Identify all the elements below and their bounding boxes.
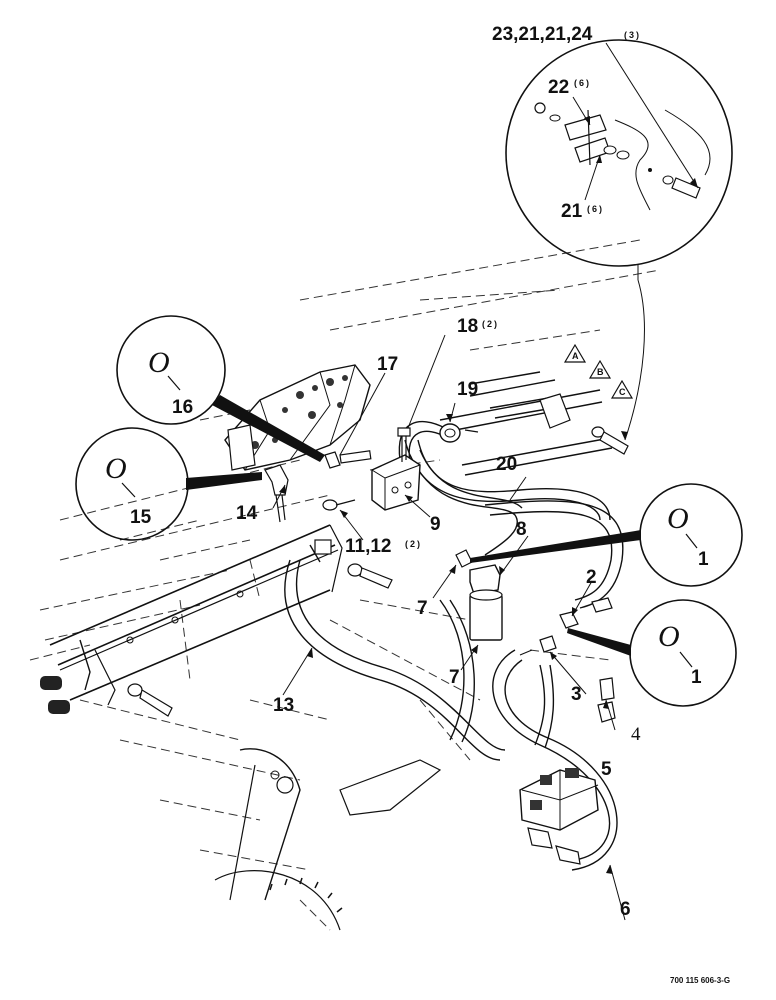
line-markers: A B C — [572, 351, 626, 397]
callout-5: 5 — [601, 759, 612, 780]
oring-glyphs: O O O O — [105, 346, 689, 653]
callout-7: 7 — [449, 667, 460, 688]
callout-22-qty: (6) — [574, 78, 591, 88]
oring-circle-1a — [470, 483, 743, 587]
oring-arrows — [121, 375, 698, 668]
oring-16-glyph: O — [148, 346, 170, 379]
callout-18-qty: (2) — [482, 319, 499, 329]
callout-19: 19 — [457, 379, 478, 400]
marker-b: B — [597, 367, 604, 377]
drawing-part-number: 700 115 606-3-G — [670, 976, 730, 985]
valve-block — [519, 768, 599, 865]
callout-13: 13 — [273, 695, 294, 716]
cross-tube — [40, 524, 343, 714]
oring-1a-glyph: O — [667, 502, 689, 535]
filter-and-fittings — [455, 549, 616, 723]
leader-lines — [272, 42, 699, 921]
machine-body — [214, 748, 442, 931]
callout-1a: 1 — [698, 549, 709, 570]
marker-a: A — [572, 351, 579, 361]
callout-11-12: 11,12 — [345, 536, 392, 557]
oring-15-glyph: O — [105, 452, 127, 485]
callout-3: 3 — [571, 684, 582, 705]
callout-8: 7 — [417, 598, 428, 619]
oring-circle-1b — [567, 599, 737, 707]
callout-15: 15 — [130, 507, 152, 528]
callout-21: 21 — [561, 201, 583, 222]
callout-2: 2 — [586, 567, 597, 588]
marker-c: C — [619, 387, 626, 397]
callout-18: 18 — [457, 316, 478, 337]
callout-21-qty: (6) — [587, 204, 604, 214]
arrow-heads — [279, 116, 698, 874]
callout-23: 23,21,21,24 — [492, 24, 593, 45]
pump-assembly — [224, 364, 372, 523]
callout-9: 8 — [516, 519, 527, 540]
callout-10: 9 — [430, 514, 441, 535]
callout-17: 17 — [377, 354, 398, 375]
callout-1b: 1 — [691, 667, 702, 688]
callout-11-12-qty: (2) — [405, 539, 422, 549]
callout-20: 20 — [496, 454, 517, 475]
upper-rail — [439, 343, 634, 476]
oring-circle-15 — [75, 427, 262, 541]
callout-23-qty: (3) — [624, 30, 641, 40]
oring-1b-glyph: O — [658, 620, 680, 653]
callout-22: 22 — [548, 77, 569, 98]
callout-labels: 23,21,21,24 (3) 22 (6) 21 (6) 18 (2) 17 … — [130, 24, 709, 920]
callout-4: 4 — [631, 724, 641, 745]
callout-14: 14 — [236, 503, 258, 524]
detail-circle-top — [505, 39, 733, 267]
callout-6: 6 — [620, 899, 631, 920]
callout-16: 16 — [172, 397, 193, 418]
oring-circle-16 — [116, 315, 325, 462]
